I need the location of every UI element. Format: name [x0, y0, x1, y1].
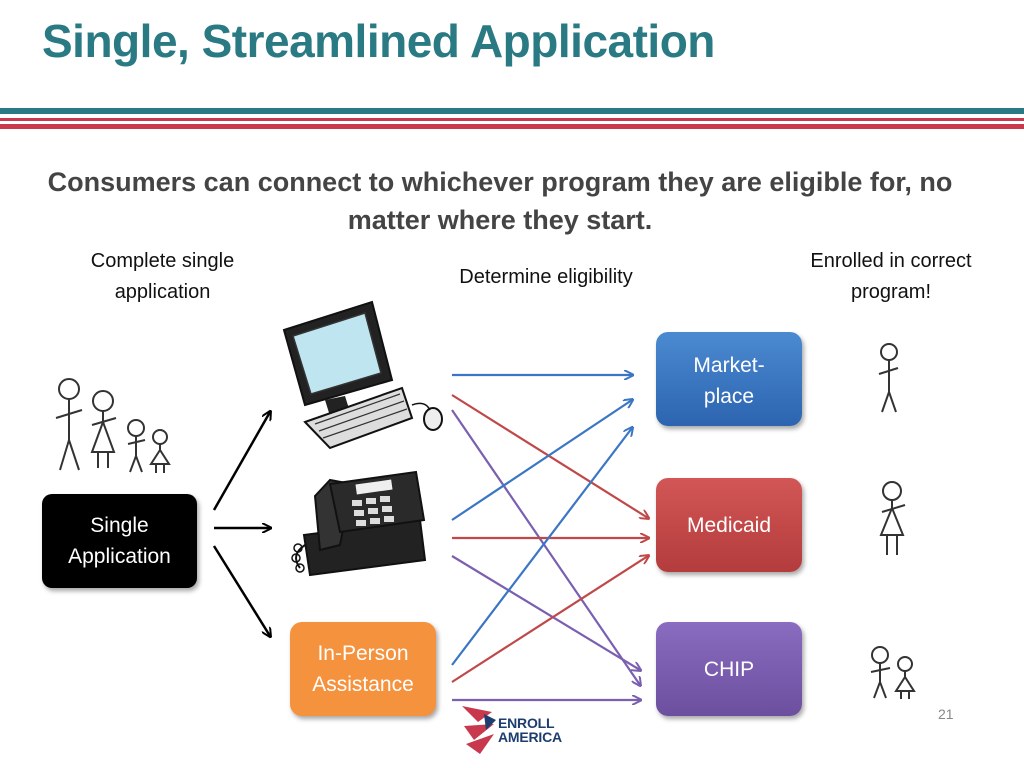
arrow-online-chip	[451, 409, 640, 685]
chip-label: CHIP	[703, 658, 755, 681]
marketplace-line2: place	[703, 385, 755, 408]
logo-line2: AMERICA	[498, 729, 562, 745]
in-person-line2: Assistance	[312, 673, 414, 696]
single-application-line1: Single	[90, 514, 149, 537]
page-number: 21	[938, 706, 954, 722]
telephone-icon	[291, 470, 427, 577]
arrow-to-in-person	[212, 545, 270, 636]
in-person-assistance-box: In-Person Assistance	[290, 622, 436, 716]
enroll-america-logo-icon	[462, 706, 496, 754]
medicaid-box: Medicaid	[656, 478, 802, 572]
header-rule-red-thin	[0, 118, 1024, 121]
logo-line1: ENROLL	[498, 715, 555, 731]
label-enrolled-program: Enrolled in correct program!	[810, 250, 972, 303]
marketplace-box: Market- place	[656, 332, 802, 426]
label-determine-eligibility: Determine eligibility	[459, 266, 633, 288]
header-rule-teal	[0, 108, 1024, 114]
single-application-line2: Application	[68, 545, 171, 568]
woman-icon	[879, 481, 906, 555]
arrow-to-online	[212, 412, 270, 511]
computer-icon	[282, 300, 443, 450]
arrow-inperson-marketplace	[451, 428, 632, 666]
chip-box: CHIP	[656, 622, 802, 716]
header-rule-red	[0, 124, 1024, 129]
eligibility-arrows	[451, 375, 648, 700]
start-arrows	[212, 412, 270, 636]
children-icon	[870, 646, 916, 699]
arrow-phone-chip	[451, 555, 640, 670]
enroll-america-logo: ENROLL AMERICA	[498, 716, 562, 744]
medicaid-label: Medicaid	[686, 514, 772, 537]
marketplace-line1: Market-	[693, 354, 765, 377]
arrow-inperson-medicaid	[451, 556, 648, 683]
slide-title: Single, Streamlined Application	[42, 15, 715, 67]
arrow-online-medicaid	[451, 394, 648, 518]
slide-subtitle: Consumers can connect to whichever progr…	[47, 167, 953, 235]
label-complete-application: Complete single application	[90, 250, 235, 303]
arrow-phone-marketplace	[451, 400, 632, 521]
single-application-box: Single Application	[42, 494, 197, 588]
person-icon	[878, 343, 899, 413]
in-person-line1: In-Person	[317, 642, 409, 665]
family-icon	[55, 378, 171, 473]
